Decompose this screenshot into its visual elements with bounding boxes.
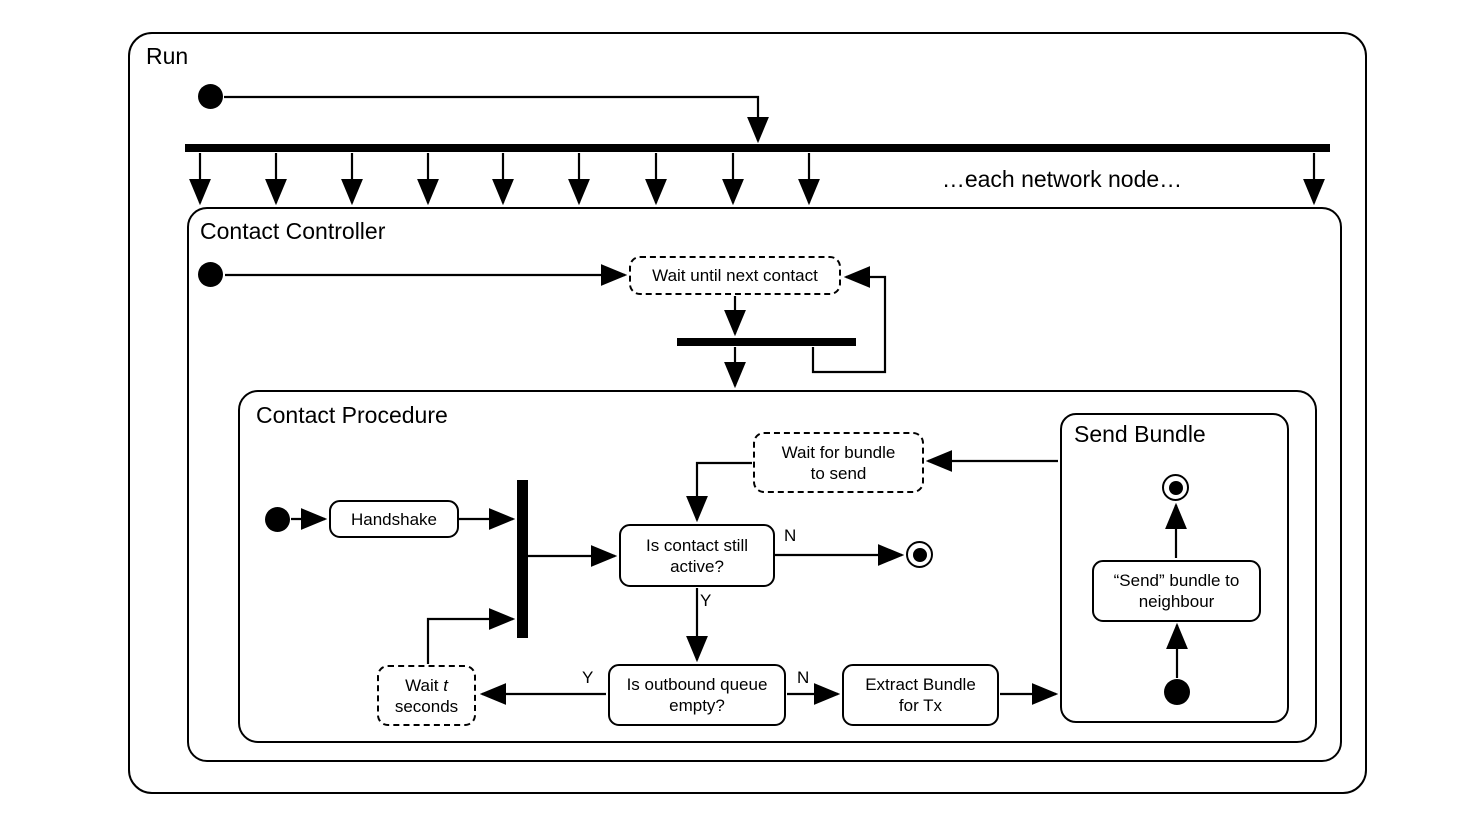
- node-wait-until-next-contact: Wait until next contact: [629, 256, 841, 295]
- region-run: [128, 32, 1367, 794]
- node-wait-t-seconds-label: Wait t seconds: [389, 675, 464, 717]
- node-handshake-label: Handshake: [350, 509, 437, 529]
- wait-t-suffix: seconds: [394, 696, 459, 716]
- node-wait-until-next-contact-label: Wait until next contact: [652, 266, 818, 285]
- final-node-contact-procedure: [906, 541, 933, 568]
- node-send-bundle-to-neighbour-label: “Send” bundle to neighbour: [1113, 571, 1240, 611]
- initial-node-contact-controller: [198, 262, 223, 287]
- annotation-each-network-node: …each network node…: [941, 166, 1183, 192]
- region-contact-procedure: [238, 390, 1317, 743]
- node-is-outbound-queue-empty: Is outbound queue empty?: [608, 664, 786, 726]
- node-send-bundle-to-neighbour: “Send” bundle to neighbour: [1092, 560, 1261, 622]
- region-contact-procedure-title: Contact Procedure: [256, 402, 448, 428]
- initial-node-contact-procedure: [265, 507, 290, 532]
- wait-t-prefix: Wait: [405, 675, 439, 695]
- region-contact-controller-title: Contact Controller: [200, 218, 386, 244]
- join-bar-contact-procedure: [517, 480, 528, 638]
- node-extract-bundle-for-tx-label: Extract Bundle for Tx: [865, 675, 976, 715]
- node-wait-for-bundle-to-send: Wait for bundle to send: [753, 432, 924, 493]
- edge-label-contact-active-no: N: [784, 526, 797, 545]
- node-is-contact-still-active-label: Is contact still active?: [645, 535, 749, 576]
- fork-bar-run: [185, 144, 1330, 152]
- node-wait-t-seconds: Wait t seconds: [377, 665, 476, 726]
- edge-label-contact-active-yes: Y: [700, 591, 712, 610]
- edge-label-queue-empty-no: N: [797, 668, 810, 687]
- node-is-outbound-queue-empty-label: Is outbound queue empty?: [626, 675, 768, 715]
- node-handshake: Handshake: [329, 500, 459, 538]
- final-node-send-bundle: [1162, 474, 1189, 501]
- initial-node-send-bundle: [1164, 679, 1190, 705]
- region-run-title: Run: [146, 43, 189, 69]
- node-extract-bundle-for-tx: Extract Bundle for Tx: [842, 664, 999, 726]
- region-send-bundle-title: Send Bundle: [1074, 421, 1206, 447]
- region-send-bundle: [1060, 413, 1289, 723]
- wait-t-variable: t: [443, 675, 448, 695]
- edge-label-queue-empty-yes: Y: [582, 668, 594, 687]
- initial-node-run: [198, 84, 223, 109]
- node-is-contact-still-active: Is contact still active?: [619, 524, 775, 587]
- node-wait-for-bundle-to-send-label: Wait for bundle to send: [781, 442, 896, 483]
- fork-bar-contact-controller: [677, 338, 856, 346]
- region-contact-controller: [187, 207, 1342, 762]
